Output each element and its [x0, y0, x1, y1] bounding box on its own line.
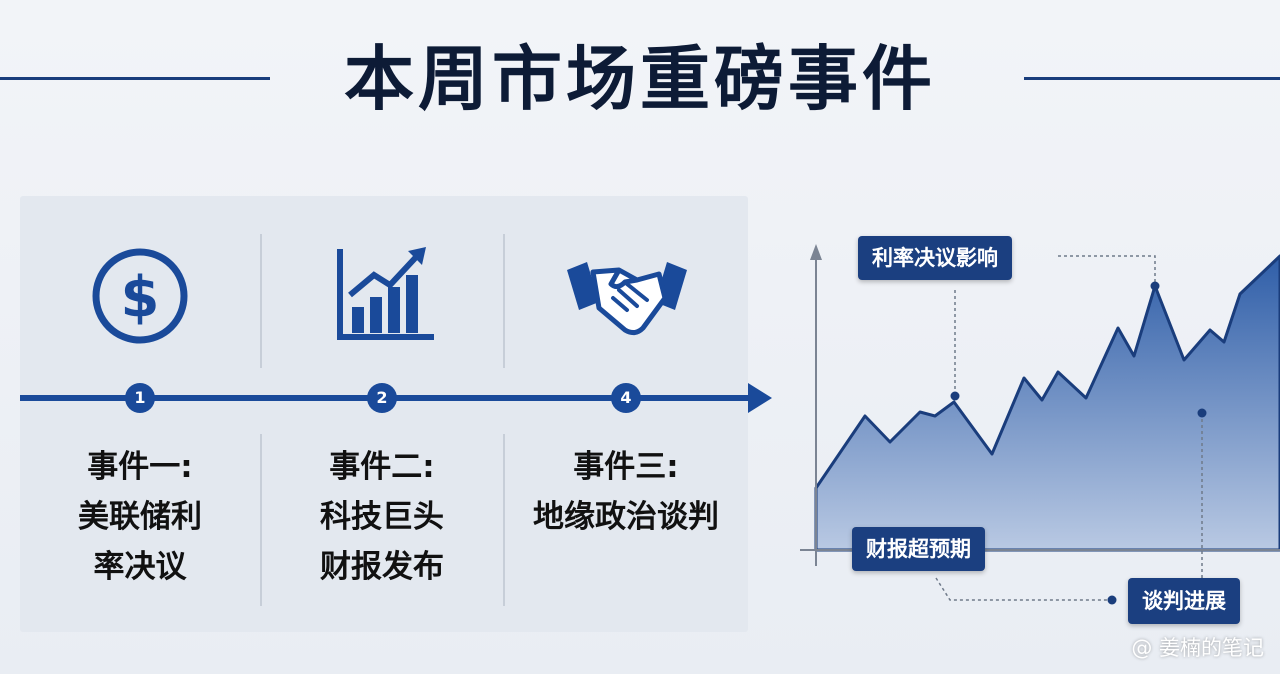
- event-2-text: 事件二: 科技巨头 财报发布: [262, 442, 502, 592]
- event-2-desc-line1: 科技巨头: [320, 499, 444, 535]
- event-1-desc-line1: 美联储利: [78, 499, 202, 535]
- callout-negotiation: 谈判进展: [1128, 578, 1240, 624]
- event-3-text: 事件三: 地缘政治谈判: [506, 442, 746, 542]
- event-1-text: 事件一: 美联储利 率决议: [20, 442, 260, 592]
- event-3-desc-line1: 地缘政治谈判: [533, 499, 719, 535]
- divider-top-1: [260, 234, 262, 368]
- chart-y-axis-arrow: [810, 244, 822, 260]
- timeline-node-2: 2: [367, 383, 397, 413]
- divider-bottom-2: [503, 434, 505, 606]
- leader-rate-horizontal: [1058, 255, 1156, 285]
- leader-earnings: [935, 577, 1112, 601]
- event-2-desc-line2: 财报发布: [320, 549, 444, 585]
- event-1-label: 事件一:: [87, 449, 193, 485]
- callout-rate-decision: 利率决议影响: [858, 236, 1012, 280]
- marker-rate: [950, 391, 960, 401]
- market-chart-illustration: [800, 244, 1280, 605]
- dollar-icon: $: [90, 246, 190, 346]
- event-2-label: 事件二:: [329, 449, 435, 485]
- title-banner: 本周市场重磅事件: [0, 34, 1280, 144]
- timeline-node-1: 1: [125, 383, 155, 413]
- title-rule-left: [0, 77, 270, 80]
- svg-text:$: $: [121, 265, 160, 330]
- events-panel: [20, 196, 748, 632]
- page-title: 本周市场重磅事件: [344, 38, 936, 120]
- timeline-arrow: [748, 383, 772, 413]
- marker-earnings: [1107, 595, 1117, 605]
- divider-bottom-1: [260, 434, 262, 606]
- chart-area: [814, 254, 1280, 552]
- marker-negotiation: [1197, 408, 1207, 418]
- event-3-label: 事件三:: [573, 449, 679, 485]
- handshake-icon: [565, 258, 689, 340]
- title-rule-right: [1024, 77, 1280, 80]
- growth-chart-icon: [334, 245, 438, 343]
- timeline-node-3: 4: [611, 383, 641, 413]
- watermark-text: @ 姜楠的笔记: [1131, 636, 1264, 660]
- divider-top-2: [503, 234, 505, 368]
- event-1-desc-line2: 率决议: [93, 549, 187, 585]
- marker-peak: [1150, 281, 1160, 291]
- callout-earnings: 财报超预期: [852, 527, 985, 571]
